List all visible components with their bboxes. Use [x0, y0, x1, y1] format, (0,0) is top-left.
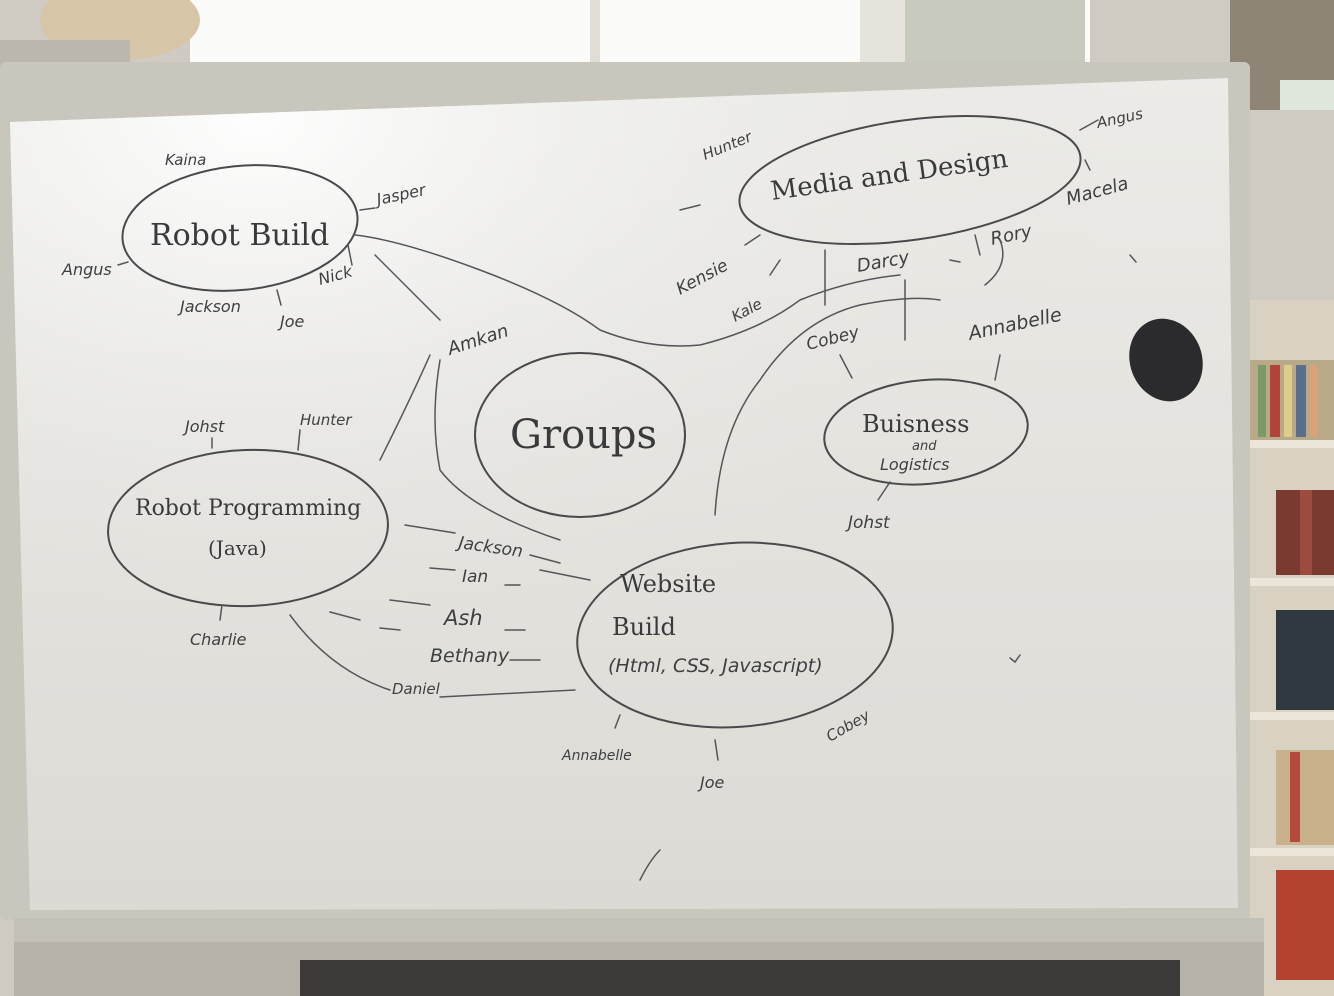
- wb-member-5: Daniel: [392, 680, 441, 698]
- robot-programming-label-1: Robot Programming: [135, 496, 361, 521]
- rb-member-3: Angus: [61, 260, 112, 279]
- business-circle: [823, 378, 1029, 486]
- robot-programming-label-2: (Java): [208, 536, 267, 560]
- media-design-circle: [738, 114, 1082, 246]
- wb-member-6: Annabelle: [561, 748, 632, 764]
- business-label-1: Buisness: [862, 410, 969, 438]
- rp-member-2: Hunter: [300, 411, 352, 429]
- wb-member-7: Joe: [697, 773, 725, 792]
- website-label-1: Website: [620, 570, 716, 598]
- marker-tray: [14, 918, 1264, 942]
- business-label-3: Logistics: [880, 455, 950, 474]
- robot-programming-circle: [107, 448, 389, 608]
- center-label: Groups: [510, 412, 657, 458]
- rp-member-1: Johst: [182, 417, 225, 436]
- bookshelf: [1240, 300, 1334, 996]
- website-label-3: (Html, CSS, Javascript): [608, 655, 823, 677]
- business-label-2: and: [912, 439, 937, 454]
- wb-member-3: Ash: [442, 606, 483, 630]
- robot-build-circle: [121, 164, 359, 292]
- wb-member-2: Ian: [462, 567, 488, 587]
- rb-member-5: Jackson: [177, 297, 241, 316]
- rp-member-3: Charlie: [190, 630, 247, 649]
- groups-circle: [474, 352, 686, 518]
- website-circle: [576, 541, 894, 729]
- biz-member-3: Johst: [845, 513, 891, 533]
- rb-member-1: Kaina: [165, 151, 206, 169]
- eraser: [1129, 318, 1203, 402]
- rb-member-6: Joe: [277, 312, 305, 331]
- robot-build-label: Robot Build: [150, 218, 329, 253]
- wb-member-4: Bethany: [430, 645, 510, 667]
- website-label-2: Build: [612, 613, 676, 641]
